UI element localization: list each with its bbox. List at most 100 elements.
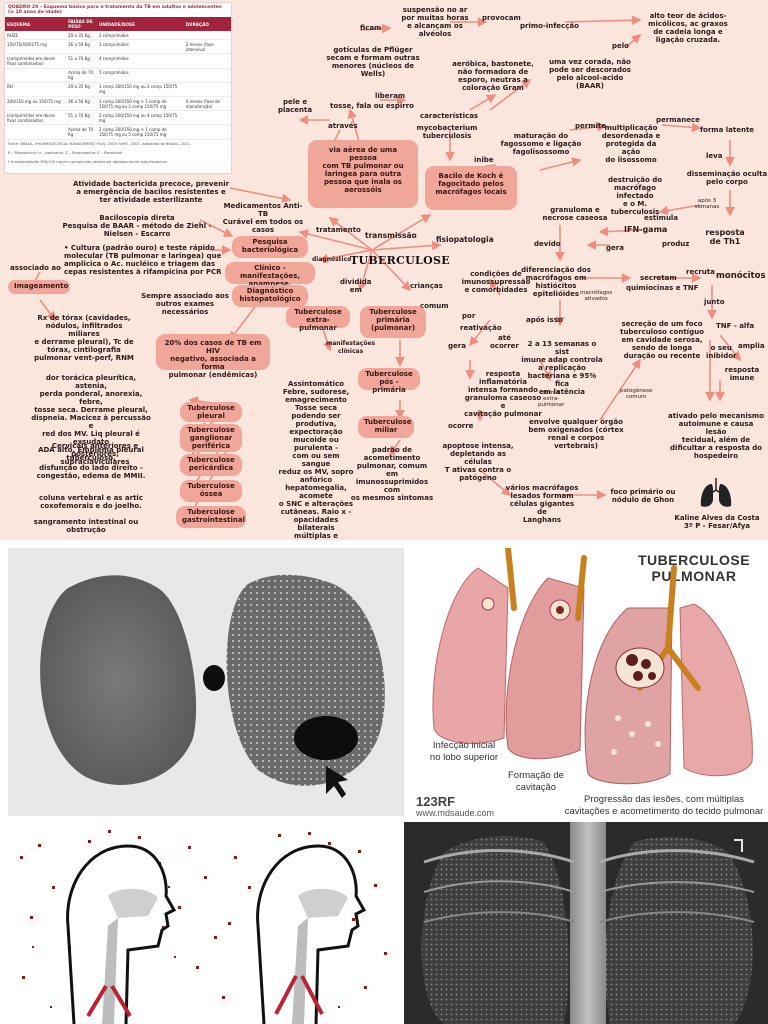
label-ate-ocorrer: até ocorrer <box>490 334 519 350</box>
text-envolve: envolve qualquer órgão bem oxigenados (c… <box>528 418 624 450</box>
label-gera-mid: gera <box>448 342 466 350</box>
table-cell <box>183 31 231 41</box>
table-footnote: Fonte: BRASIL. PHARMACEUTICAL MANAGEMENT… <box>8 141 192 146</box>
text-suspensao: suspensão no ar por muitas horas e alcan… <box>401 6 469 38</box>
text-uma-vez: uma vez corada, não pode ser descorados … <box>549 58 631 90</box>
table-cell: 3 comprimidos <box>96 39 184 55</box>
table-cell: RHZE <box>5 31 67 41</box>
pill-ossea: Tuberculose óssea <box>180 480 242 502</box>
label-leva: leva <box>706 152 723 160</box>
text-coluna: coluna vertebral e as artic coxofemorais… <box>39 494 143 510</box>
table-cell: 51 a 70 Kg <box>66 110 97 126</box>
label-ocorre: ocorre <box>448 422 474 430</box>
table-cell <box>183 82 231 97</box>
text-aerobica: aeróbica, bastonete, não formadora de es… <box>452 60 534 92</box>
pill-hiv: 20% dos casos de TB em HIV negativo, ass… <box>156 334 270 379</box>
table-cell: (comprimidos em doses fixas combinadas) <box>5 53 67 69</box>
node-bacilo-koch: Bacilo de Koch é fagocitado pelos macróf… <box>425 166 517 210</box>
table-cell: 36 a 50 Kg <box>66 39 97 55</box>
label-gera: gera <box>606 244 624 252</box>
label-associado: associado ao <box>10 264 61 272</box>
label-por: por <box>462 312 476 320</box>
pill-gastrointestinal: Tuberculose gastrointestinal <box>176 506 246 528</box>
table-cell: 150/75/400/275 mg <box>5 39 67 55</box>
label-macrofagos-ativados: macrófagos ativados <box>580 290 613 302</box>
text-foco-primario: foco primário ou nódulo de Ghon <box>610 488 676 504</box>
label-formacao-cavitacao: Formação de cavitação <box>508 770 564 793</box>
label-permanece: permanece <box>656 116 700 124</box>
table-cell: 5 comprimidos <box>96 68 184 83</box>
label-diagnostico: diagnóstico <box>312 256 352 263</box>
table-row: (comprimidos em doses fixas combinadas)5… <box>5 53 231 69</box>
text-primo-infeccao: primo-infecção <box>520 22 579 30</box>
label-inibe: inibe <box>474 156 494 164</box>
text-resposta-th1: resposta de Th1 <box>705 228 745 246</box>
tb-illustration: TUBERCULOSE PULMONAR Infecção inicial no… <box>408 548 768 820</box>
node-via-aerea: via aérea de uma pessoa com TB pulmonar … <box>308 140 418 208</box>
table-header: DURAÇÃO <box>183 17 231 31</box>
label-ou-seu-inibidor: o seu inibidor <box>706 344 737 360</box>
text-baciloscopia: Baciloscopia direta Pesquisa de BAAR - m… <box>62 214 212 238</box>
label-reativacao: reativação <box>460 324 502 332</box>
text-maturacao: maturação do fagossomo e ligação fagolis… <box>500 132 582 156</box>
text-monocitos: monócitos <box>716 271 766 281</box>
table-cell <box>183 110 231 126</box>
text-tosse-fala: tosse, fala ou espirro <box>330 102 414 110</box>
text-pele-placenta: pele e placenta <box>278 98 313 114</box>
pill-ganglionar: Tuberculose ganglionar periférica <box>180 424 242 452</box>
mind-map: QUADRO 20 – Esquema básico para o tratam… <box>0 0 768 540</box>
label-apos-isso: após isso <box>526 316 563 324</box>
table-cell <box>183 124 231 140</box>
text-secrecao: secreção de um foco tuberculoso contíguo… <box>620 320 704 360</box>
label-permite: permite <box>575 122 606 130</box>
label-atraves: através <box>328 122 358 130</box>
table-row: (comprimidos em doses fixas combinadas)5… <box>5 110 231 126</box>
label-amplia: amplia <box>738 342 765 350</box>
text-resposta-inflamatoria: resposta inflamatória intensa formando g… <box>464 370 542 418</box>
label-junto: junto <box>704 298 725 306</box>
chest-xray-image <box>404 822 768 1024</box>
label-recruta: recruta <box>686 268 715 276</box>
text-disseminacao: disseminação oculta pelo corpo <box>686 170 768 186</box>
heads-airway-drawing <box>20 830 387 1024</box>
text-semanas: 2 a 13 semanas o sist imune adap control… <box>521 340 603 396</box>
label-progressao: Progressão das lesões, com múltiplas cav… <box>564 794 764 817</box>
table-cell <box>5 124 67 140</box>
text-author: Kaline Alves da Costa 3º P - Fesar/Afya <box>674 514 760 530</box>
label-ficam: ficam <box>360 24 382 32</box>
label-fisiopatologia: fisiopatologia <box>436 235 494 244</box>
table-cell: 36 a 50 Kg <box>66 96 97 112</box>
label-criancas: crianças <box>410 282 443 290</box>
label-apos3: após 3 semanas <box>694 198 720 210</box>
treatment-table: ESQUEMA FAIXAS DE PESO UNIDADE/DOSE DURA… <box>5 17 231 140</box>
label-pelo: pelo <box>612 42 629 50</box>
label-dividida: dividida em <box>340 278 372 294</box>
table-cell: 2 comprimidos <box>96 31 184 41</box>
text-multiplicacao: multiplicação desordenada e protegida da… <box>601 124 661 164</box>
text-dor-toracica: dor torácica pleurítica, astenia, perda … <box>31 374 151 462</box>
text-quimiocinas: quimiocinas e TNF <box>626 284 699 292</box>
table-cell: 300/150 mg ou 150/75 mg <box>5 96 67 112</box>
table-cell: 20 a 35 Kg <box>66 31 97 41</box>
text-goticulas: gotículas de Pflüger secam e formam outr… <box>326 46 420 78</box>
label-manifestacoes: manifestações clínicas <box>326 340 376 355</box>
text-rx: Rx de tórax (cavidades, nódulos, infiltr… <box>34 314 134 362</box>
label-secretam: secretam <box>640 274 677 282</box>
table-cell <box>183 68 231 83</box>
text-medicamentos: Medicamentos Anti-TB Curável em todos os… <box>222 202 304 234</box>
table-header: UNIDADE/DOSE <box>96 17 184 31</box>
table-header: ESQUEMA <box>5 17 67 31</box>
text-condicoes: condições de imunossupressão e comorbida… <box>461 270 531 294</box>
table-header: FAIXAS DE PESO <box>66 17 97 31</box>
pill-extra-pulmonar: Tuberculose extra-pulmonar <box>286 306 350 332</box>
table-cell: Acima de 70 Kg <box>66 124 97 140</box>
text-padrao: padrão de acometimento pulmonar, comum e… <box>350 446 434 502</box>
label-caracteristicas: características <box>420 112 479 120</box>
label-tratamento: tratamento <box>316 226 361 234</box>
pill-pos-primaria: Tuberculose pós - primária <box>358 368 420 394</box>
